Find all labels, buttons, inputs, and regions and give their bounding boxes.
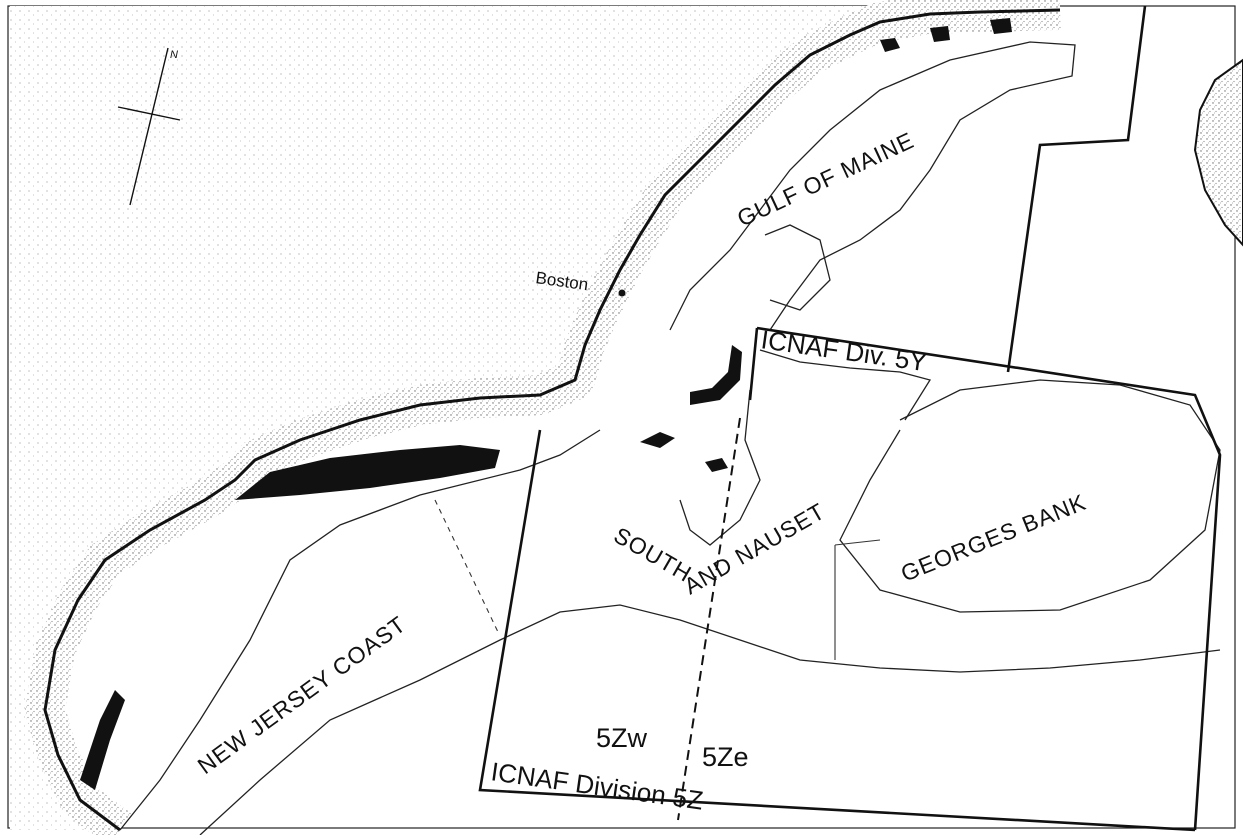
area-boundary-dashed xyxy=(434,499,499,633)
north-arrow-label: N xyxy=(170,49,178,61)
division-label-5y: ICNAF Div. 5Y xyxy=(759,324,929,377)
north-arrow xyxy=(117,47,181,206)
division-label-5z: ICNAF Division 5Z xyxy=(489,756,705,815)
area-boundaries xyxy=(834,539,881,660)
subdivision-line-5zw-5ze xyxy=(677,417,741,821)
region-label-gulf-of-maine: GULF OF MAINE xyxy=(733,127,918,232)
depth-contours xyxy=(119,41,1221,835)
region-label-and-nauset: AND NAUSET xyxy=(680,498,830,600)
region-label-georges-bank: GEORGES BANK xyxy=(897,489,1090,587)
coastline-land xyxy=(10,0,1243,835)
icnaf-division-boundaries xyxy=(478,5,1222,832)
region-label-new-jersey-coast: NEW JERSEY COAST xyxy=(193,611,411,779)
subdivision-label-5zw: 5Zw xyxy=(596,723,648,753)
boston-dot xyxy=(618,289,626,297)
subdivision-label-5ze: 5Ze xyxy=(702,742,749,772)
